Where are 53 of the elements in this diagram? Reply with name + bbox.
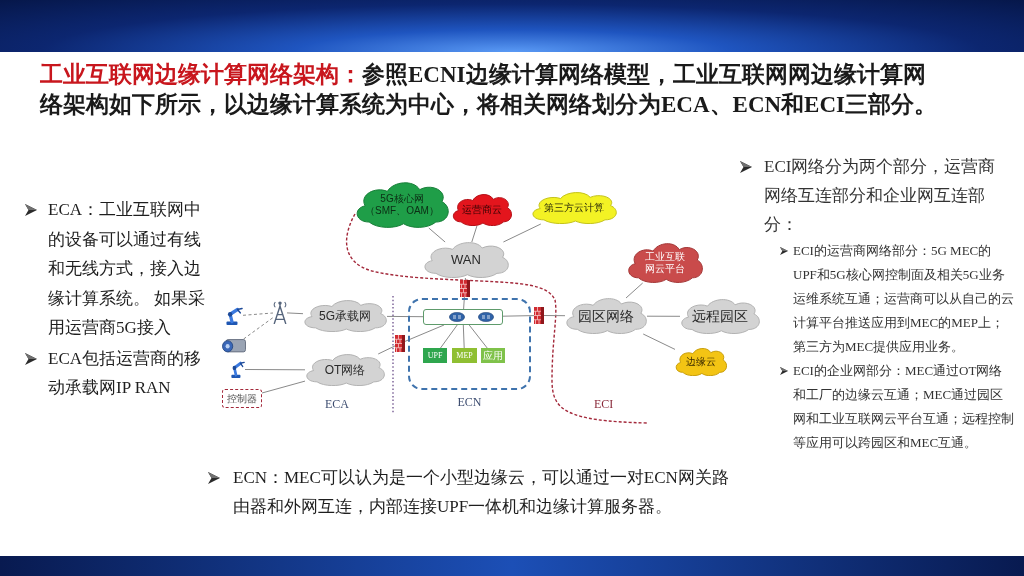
firewall-icon	[460, 280, 470, 297]
connector-line	[464, 277, 466, 281]
connector-line	[440, 324, 458, 349]
robot-arm-icon	[231, 361, 245, 378]
connector-line	[642, 333, 676, 350]
camera-icon	[222, 339, 246, 353]
cloud-label: 第三方云计算	[544, 202, 604, 214]
cloud-label: 边缘云	[686, 356, 716, 368]
bullet-text: ECA：工业互联网中的设备可以通过有线和无线方式，接入边缘计算系统。 如果采用运营商5G接入	[48, 199, 207, 339]
dashed-frame: 控制器	[222, 389, 262, 408]
firewall-icon	[395, 335, 405, 352]
cloud-label: 运营商云	[462, 204, 502, 216]
connector-line	[468, 324, 488, 349]
firewall-icon	[534, 307, 544, 324]
bullet-text: ECA包括运营商的移动承载网IP RAN	[48, 347, 202, 399]
cloud-label: 园区网络	[578, 307, 634, 325]
connector-line	[625, 282, 644, 299]
connector-line	[471, 225, 478, 243]
module-block: 应用	[481, 348, 505, 363]
cloud-label: 工业互联网云平台	[644, 251, 686, 275]
connector-line	[404, 324, 445, 342]
connector-line	[244, 369, 306, 371]
bullet-text: ECI网络分为两个部分，运营商网络互连部分和企业网互连部分：	[764, 156, 997, 236]
cell-tower-icon	[273, 301, 287, 324]
heading-text: 工业互联网边缘计算网络架构：参照ECNI边缘计算网络模型，工业互联网网边缘计算网络架构如下所示，以边缘计算系统为中心，将相关网络划分为ECA、ECN和ECI三部分。	[40, 61, 939, 119]
connector-line	[377, 345, 396, 355]
connector-line	[462, 324, 465, 349]
connector-line	[243, 317, 274, 340]
cloud-label: 5G核心网（SMF、OAM）	[364, 193, 440, 217]
module-block: UPF	[423, 348, 447, 363]
connector-line	[543, 315, 566, 317]
region-label: ECN	[457, 395, 482, 410]
connector-line	[242, 312, 274, 316]
cloud-label: OT网络	[324, 362, 366, 378]
connector-line	[646, 315, 681, 317]
connector-line	[286, 312, 304, 315]
connector-line	[261, 380, 306, 394]
cloud-label: WAN	[451, 252, 481, 268]
bullet-text: ECN：MEC可以认为是一个小型边缘云，可以通过一对ECN网关路由器和外网互连，内部连接UPF一体机和边缘计算服务器。	[233, 467, 730, 518]
cloud-label: 5G承载网	[319, 308, 371, 324]
robot-arm-icon	[226, 307, 243, 325]
connector-line	[386, 315, 424, 318]
bullet-text: ECI的企业网部分：MEC通过OT网络和工厂的边缘云互通；MEC通过园区网和工业互联网云平台互通；远程控制等应用可以跨园区和MEC互通。	[793, 362, 1015, 452]
connector-line	[502, 223, 542, 243]
module-block: MEP	[452, 348, 477, 363]
bullet-text: ECI的运营商网络部分：5G MEC的UPF和5G核心网控制面及相关5G业务运维系统互通；运营商可以从自己的云计算平台推送应用到MEC的MEP上；第三方为MEC提供应用业务。	[793, 242, 1015, 356]
region-label: ECI	[594, 397, 614, 412]
connector-line	[502, 315, 535, 317]
connector-line	[428, 227, 446, 243]
connector-line	[463, 296, 465, 310]
router-panel	[423, 309, 503, 325]
cloud-label: 远程园区	[692, 308, 748, 325]
region-label: ECA	[325, 397, 349, 412]
